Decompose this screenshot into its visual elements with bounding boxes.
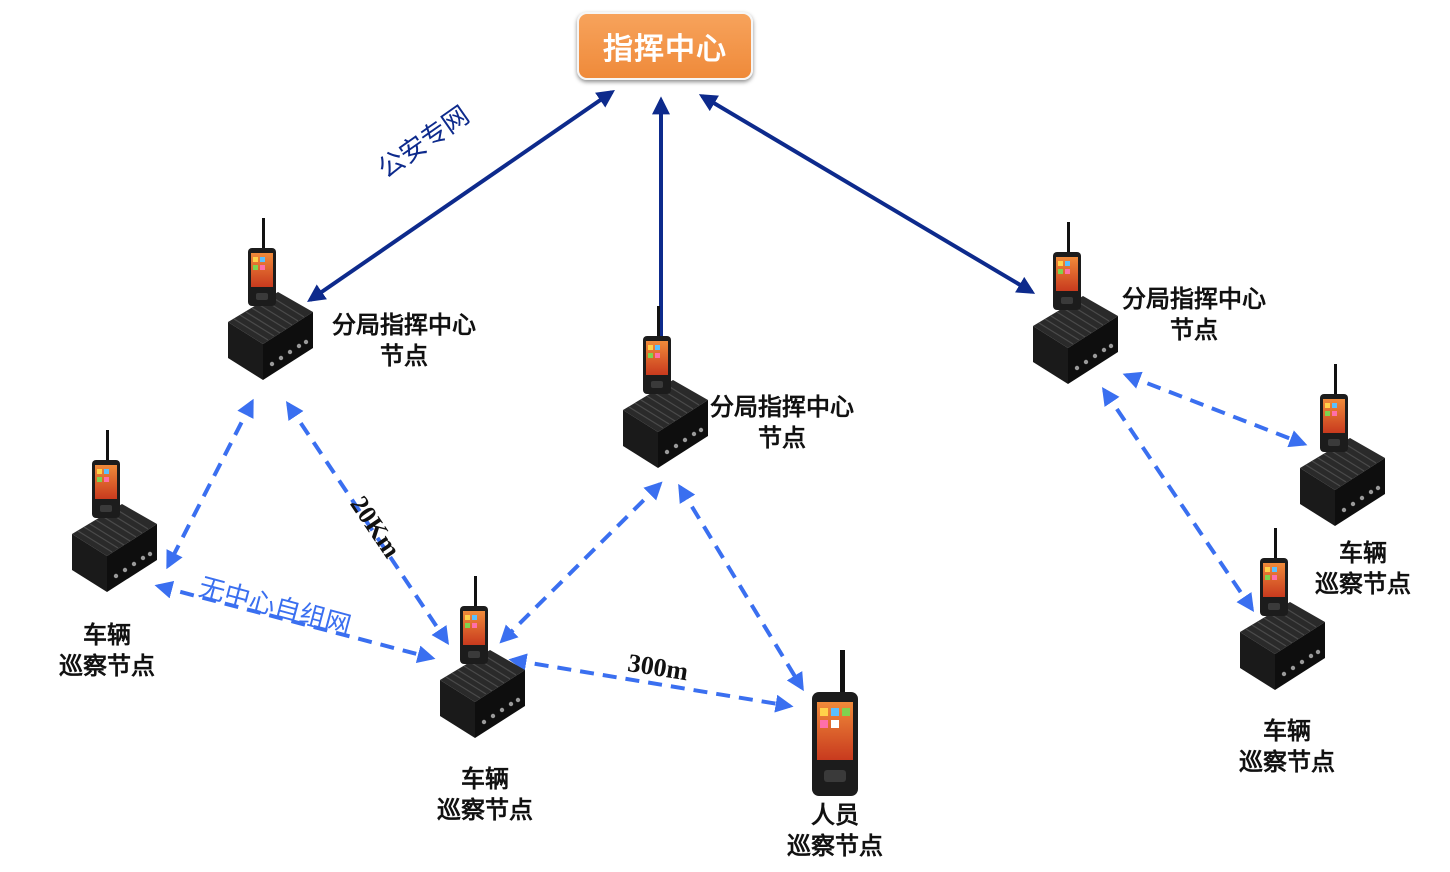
node-name: 分局指挥中心 [1122,285,1266,313]
node-name: 分局指挥中心 [332,311,476,339]
mesh-link-vehicleC-personnel [508,653,794,713]
command-center-box: 指挥中心 [577,12,753,80]
branch-right-device [1032,221,1119,385]
node-type: 巡察节点 [437,796,533,824]
node-name: 车辆 [1263,717,1311,745]
branch-center-label: 分局指挥中心 节点 [696,392,868,454]
node-name: 人员 [811,801,859,829]
node-type: 巡察节点 [1315,570,1411,598]
backbone-link-left [307,89,615,303]
vehicle-center-label: 车辆 巡察节点 [418,764,552,826]
vehicle-left-device [71,429,158,593]
node-name: 分局指挥中心 [710,393,854,421]
node-name: 车辆 [1339,539,1387,567]
node-type: 巡察节点 [59,652,155,680]
node-type: 节点 [1170,316,1218,344]
mesh-link-branchR-vehicleRB [1101,387,1255,612]
personnel-device [812,650,858,796]
node-type: 节点 [758,424,806,452]
vehicle-right-top-device [1299,363,1386,527]
node-name: 车辆 [83,621,131,649]
vehicle-right-top-label: 车辆 巡察节点 [1296,538,1430,600]
vehicle-left-label: 车辆 巡察节点 [40,620,174,682]
mesh-link-branchC-personnel [678,483,804,692]
node-type: 巡察节点 [787,832,883,860]
mesh-link-branchR-vehicleRT [1122,371,1308,448]
mesh-link-branchL-vehicleL [166,398,254,570]
mesh-link-vehicleL-vehicleC [154,580,436,664]
backbone-link-right [698,94,1036,294]
mesh-link-branchC-vehicleC [499,481,663,644]
vehicle-right-bottom-label: 车辆 巡察节点 [1220,716,1354,778]
node-type: 节点 [380,342,428,370]
branch-left-label: 分局指挥中心 节点 [318,310,490,372]
branch-right-label: 分局指挥中心 节点 [1108,284,1280,346]
personnel-label: 人员 巡察节点 [768,800,902,862]
node-name: 车辆 [461,765,509,793]
branch-left-device [227,217,314,381]
node-type: 巡察节点 [1239,748,1335,776]
vehicle-center-device [439,575,526,739]
